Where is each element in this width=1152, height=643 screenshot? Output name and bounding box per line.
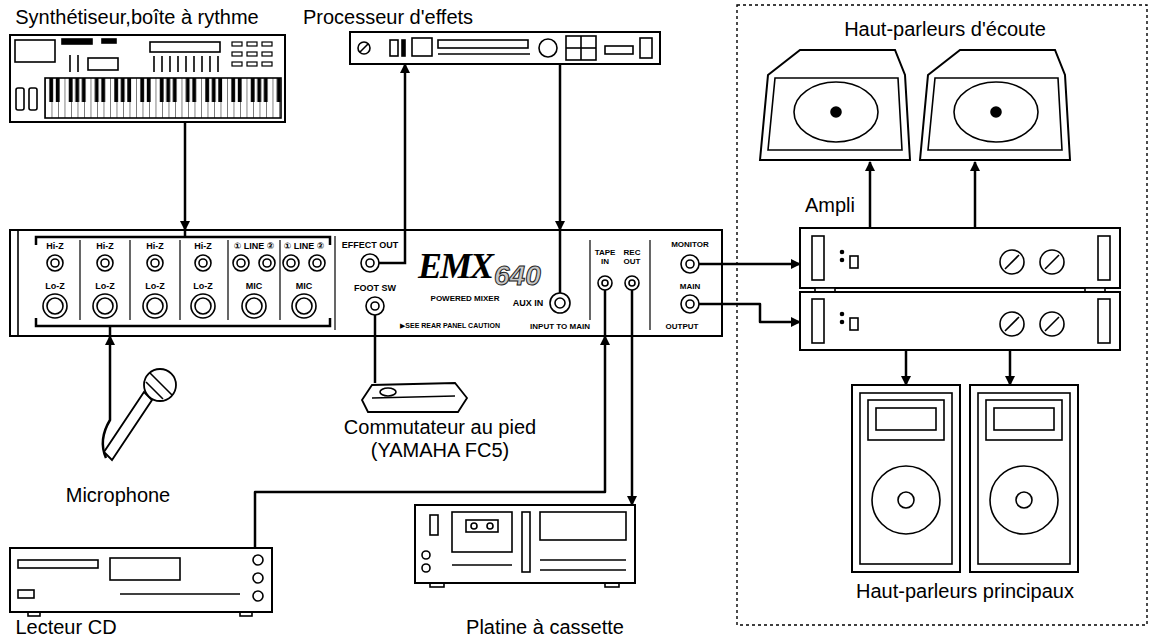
device-label: Platine à cassette <box>466 616 624 639</box>
effects-processor: Processeur d'effets <box>350 32 660 64</box>
panel-label: ▶SEE REAR PANEL CAUTION <box>400 322 500 330</box>
signal-cable <box>1009 350 1012 385</box>
signal-cable <box>404 64 407 230</box>
device-label: Lecteur CD <box>15 616 116 639</box>
panel-label: OUTPUT <box>666 322 699 331</box>
cd-player: Lecteur CD <box>10 548 272 612</box>
signal-cable <box>722 304 800 322</box>
panel-label: AUX IN <box>513 298 544 308</box>
device-label: Processeur d'effets <box>303 6 473 29</box>
device-label: Synthétiseur,boîte à rythme <box>15 6 258 29</box>
panel-label: TAPE IN <box>592 249 618 267</box>
panel-label: 640 <box>494 262 541 290</box>
signal-cable <box>905 350 908 385</box>
panel-label: Lo-Z <box>193 281 213 291</box>
panel-label: Lo-Z <box>95 281 115 291</box>
panel-label: Hi-Z <box>96 241 114 251</box>
foot-switch: Commutateur au pied (YAMAHA FC5) <box>362 383 467 413</box>
signal-cable <box>184 123 187 230</box>
monitor-speakers: Haut-parleurs d'écoute <box>755 48 1075 162</box>
panel-label: POWERED MIXER <box>431 294 500 303</box>
amplifier: Ampli <box>800 228 1120 350</box>
panel-label: MONITOR <box>671 240 709 249</box>
synthesizer: Synthétiseur,boîte à rythme <box>10 35 285 123</box>
panel-label: FOOT SW <box>354 283 396 293</box>
panel-label: Hi-Z <box>46 241 64 251</box>
panel-label: Lo-Z <box>145 281 165 291</box>
panel-label: Lo-Z <box>45 281 65 291</box>
panel-label: INPUT TO MAIN <box>530 322 590 331</box>
signal-cable <box>974 162 977 228</box>
main-speakers: Haut-parleurs principaux <box>852 385 1078 573</box>
device-label: Haut-parleurs principaux <box>856 580 1074 603</box>
panel-label: ① LINE ② <box>284 241 325 251</box>
device-label: Ampli <box>805 194 855 217</box>
panel-label: EMX <box>418 248 492 284</box>
panel-label: Hi-Z <box>194 241 212 251</box>
signal-cable <box>869 162 872 228</box>
microphone: Microphone <box>95 365 185 465</box>
panel-label: ① LINE ② <box>234 241 275 251</box>
cassette-deck: Platine à cassette <box>415 505 635 583</box>
panel-label: EFFECT OUT <box>342 240 399 250</box>
powered-mixer: Hi-Z Hi-Z Hi-Z Hi-Z Lo-Z Lo-Z Lo-Z Lo-Z ① LINE ②… <box>10 230 722 336</box>
panel-label: MAIN <box>680 282 700 291</box>
panel-label: Hi-Z <box>146 241 164 251</box>
signal-cable <box>255 336 605 548</box>
device-label: Commutateur au pied (YAMAHA FC5) <box>328 416 553 462</box>
signal-cable <box>109 336 112 365</box>
panel-label: MIC <box>246 281 263 291</box>
signal-cable <box>374 336 377 383</box>
panel-label: REC OUT <box>619 249 645 267</box>
panel-label: MIC <box>296 281 313 291</box>
signal-cable <box>559 64 562 230</box>
device-label: Haut-parleurs d'écoute <box>844 18 1046 41</box>
signal-cable <box>722 263 800 266</box>
device-label: Microphone <box>66 484 171 507</box>
signal-cable <box>631 336 634 505</box>
